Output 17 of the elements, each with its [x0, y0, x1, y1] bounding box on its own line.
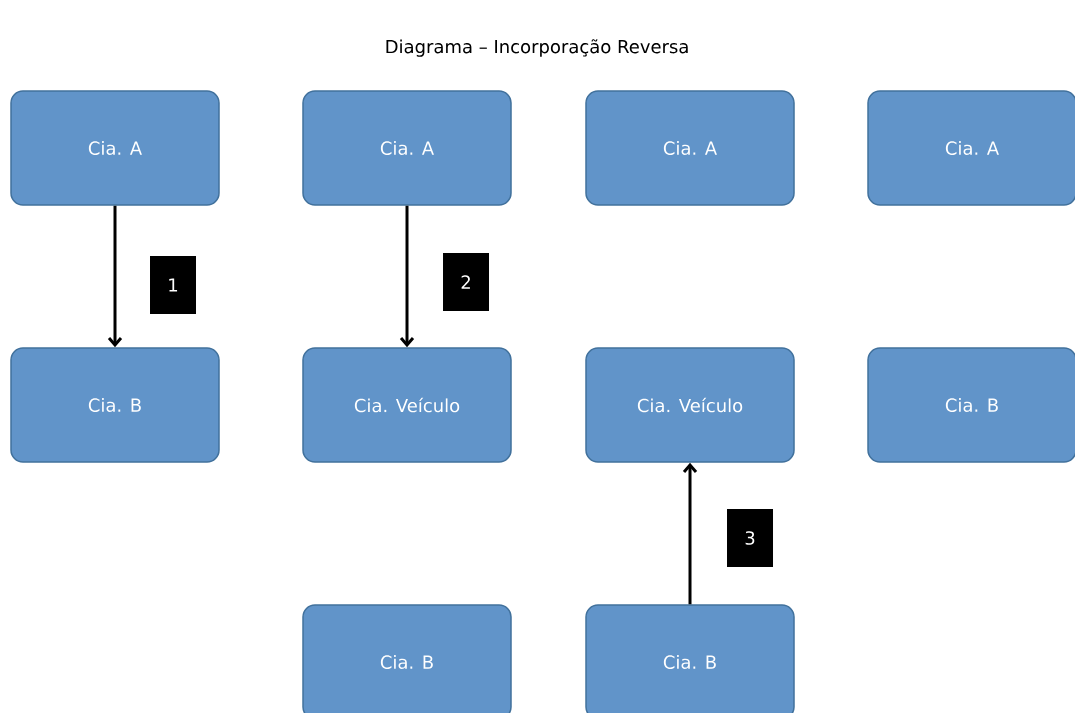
company-box: Cia. A [10, 90, 220, 206]
arrow [682, 462, 698, 605]
step-number: 3 [727, 509, 773, 567]
company-box: Cia. A [302, 90, 512, 206]
title: Diagrama – Incorporação Reversa [386, 39, 688, 57]
arrow [399, 205, 415, 348]
arrow [107, 205, 123, 348]
step-number: 2 [443, 253, 489, 311]
company-box: Cia. B [867, 347, 1075, 463]
company-box: Cia. B [10, 347, 220, 463]
company-box: Cia. B [585, 604, 795, 713]
step-number: 1 [150, 256, 196, 314]
company-box: Cia. Veículo [585, 347, 795, 463]
company-box: Cia. B [302, 604, 512, 713]
company-box: Cia. A [867, 90, 1075, 206]
company-box: Cia. A [585, 90, 795, 206]
company-box: Cia. Veículo [302, 347, 512, 463]
